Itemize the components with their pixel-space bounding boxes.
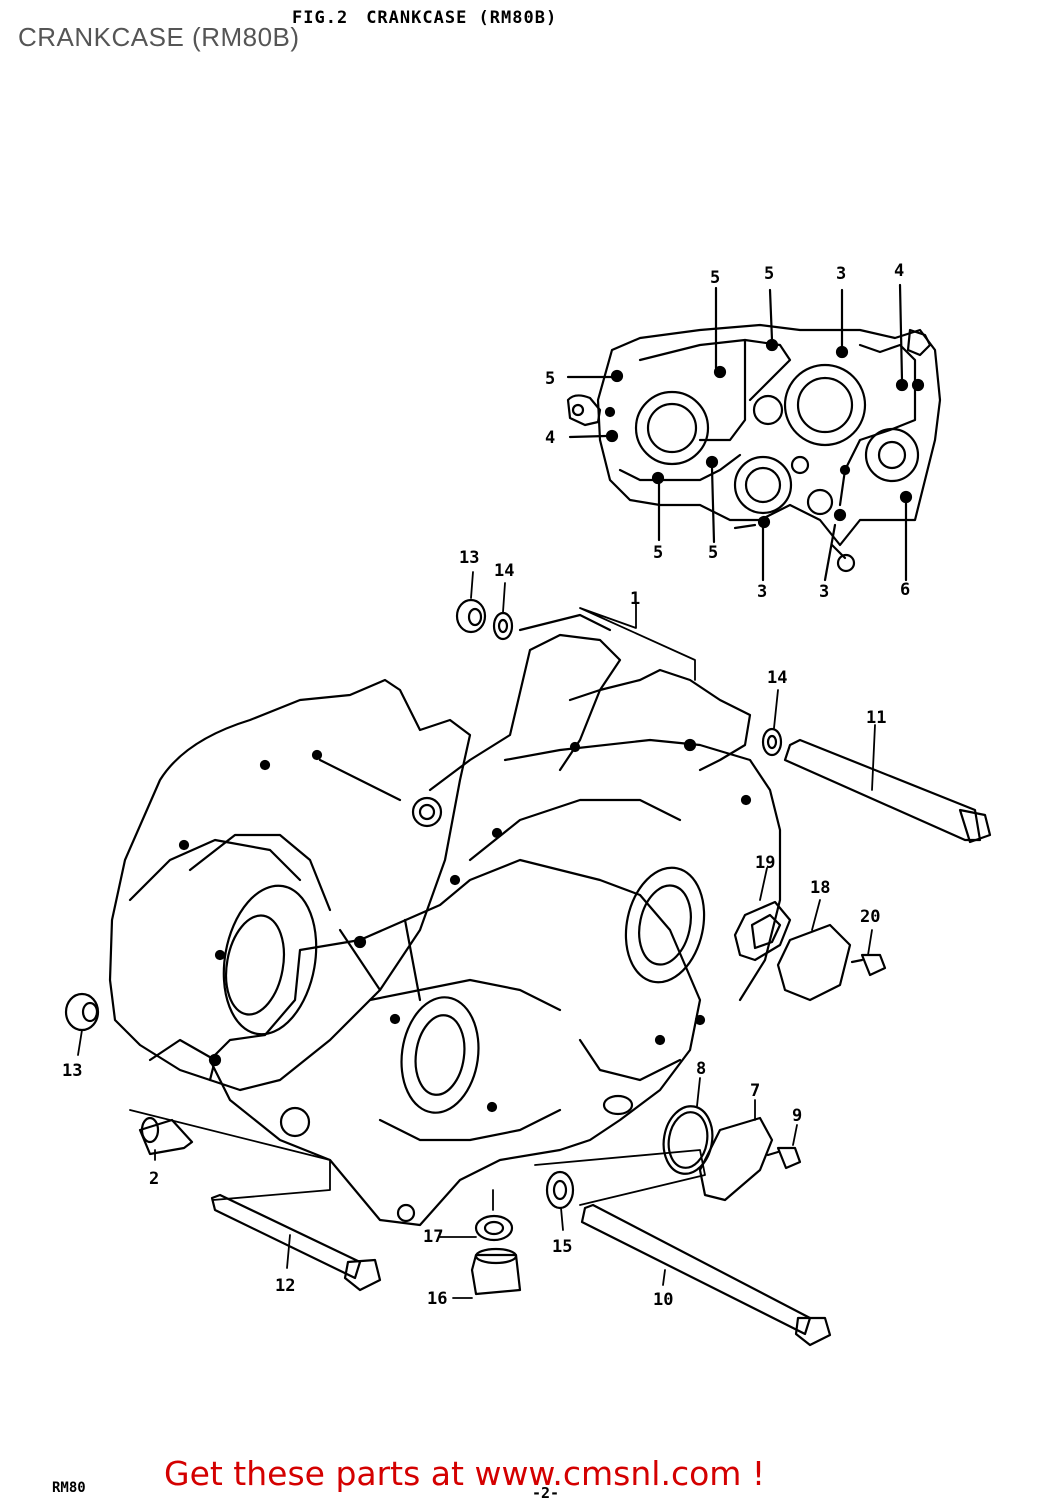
callout-8: 8 bbox=[696, 1059, 706, 1079]
callout-5: 5 bbox=[764, 264, 774, 284]
callout-20: 20 bbox=[860, 907, 880, 927]
part-8-o-ring bbox=[662, 1105, 714, 1175]
callout-5: 5 bbox=[545, 369, 555, 389]
part-12-bolt bbox=[210, 1193, 382, 1292]
callout-13: 13 bbox=[62, 1061, 82, 1081]
callout-5: 5 bbox=[708, 543, 718, 563]
page-title: CRANKCASE (RM80B) bbox=[18, 22, 300, 52]
part-17-gasket bbox=[474, 1214, 514, 1242]
part-15-washer bbox=[545, 1170, 575, 1210]
model-code: RM80 bbox=[52, 1480, 86, 1496]
callout-4: 4 bbox=[894, 261, 904, 281]
part-11-bolt bbox=[783, 738, 992, 844]
callout-17: 17 bbox=[423, 1227, 443, 1247]
part-19-gasket bbox=[733, 900, 792, 962]
callout-19: 19 bbox=[755, 853, 775, 873]
callout-14: 14 bbox=[767, 668, 787, 688]
callout-7: 7 bbox=[750, 1081, 760, 1101]
callout-4: 4 bbox=[545, 428, 555, 448]
part-13-seal-upper bbox=[455, 598, 487, 634]
cmsnl-parts-link[interactable]: Get these parts at www.cmsnl.com ! bbox=[164, 1454, 766, 1493]
part-9-screw bbox=[766, 1146, 802, 1170]
callout-14: 14 bbox=[494, 561, 514, 581]
callout-13: 13 bbox=[459, 548, 479, 568]
callout-10: 10 bbox=[653, 1290, 673, 1310]
part-20-screw bbox=[850, 953, 887, 977]
part-13-seal-left bbox=[64, 992, 100, 1032]
callout-9: 9 bbox=[792, 1106, 802, 1126]
part-14-washer-upper bbox=[492, 611, 514, 641]
callout-15: 15 bbox=[552, 1237, 572, 1257]
crankcase-half-inset bbox=[566, 283, 942, 582]
part-2-dowel bbox=[138, 1116, 194, 1156]
callout-5: 5 bbox=[710, 268, 720, 288]
part-16-drain-plug bbox=[470, 1247, 522, 1296]
figure-title: FIG.2 CRANKCASE (RM80B) bbox=[292, 8, 575, 28]
callout-numbers: 5 5 3 4 5 4 5 5 3 3 6 13 14 1 14 11 19 1… bbox=[62, 261, 910, 1310]
figure-label: FIG.2 bbox=[292, 8, 349, 28]
callout-11: 11 bbox=[866, 708, 886, 728]
part-10-bolt bbox=[580, 1203, 832, 1347]
figure-name: CRANKCASE (RM80B) bbox=[366, 8, 558, 28]
crankcase-main bbox=[108, 613, 782, 1227]
part-14-washer-right bbox=[761, 727, 783, 757]
callout-6: 6 bbox=[900, 580, 910, 600]
callout-3: 3 bbox=[836, 264, 846, 284]
callout-5: 5 bbox=[653, 543, 663, 563]
callout-16: 16 bbox=[427, 1289, 447, 1309]
callout-3: 3 bbox=[757, 582, 767, 602]
callout-3: 3 bbox=[819, 582, 829, 602]
leader-lines bbox=[77, 571, 876, 1299]
callout-18: 18 bbox=[810, 878, 830, 898]
part-7-cover bbox=[698, 1116, 774, 1202]
page-number: -2- bbox=[532, 1484, 560, 1502]
part-18-cover bbox=[776, 923, 852, 1002]
callout-12: 12 bbox=[275, 1276, 295, 1296]
callout-1: 1 bbox=[630, 589, 640, 609]
callout-2: 2 bbox=[149, 1169, 159, 1189]
